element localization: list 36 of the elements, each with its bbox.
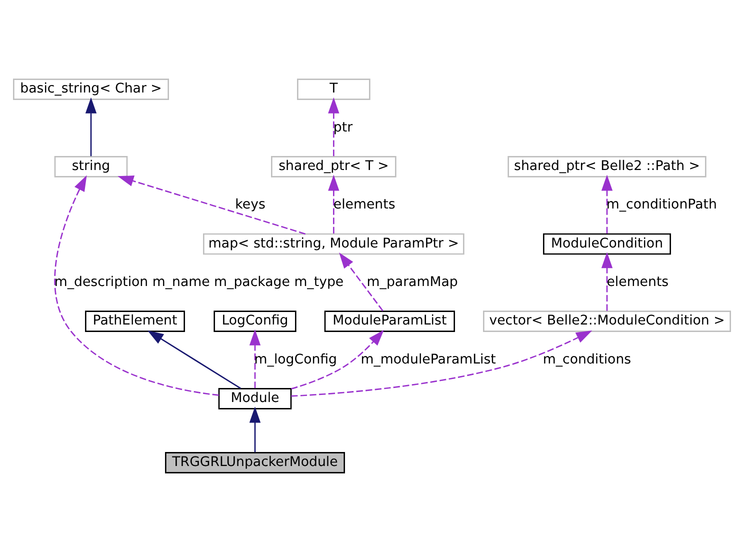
node-box: vector< Belle2::ModuleCondition > (483, 310, 731, 332)
node-box: shared_ptr< T > (271, 156, 396, 178)
arrow (601, 174, 613, 234)
arrow (118, 176, 306, 235)
node-box: T (297, 78, 370, 100)
edge-label: m_description m_name m_package m_type (54, 275, 344, 290)
arrow (601, 252, 613, 311)
node-box: shared_ptr< Belle2 ::Path > (508, 156, 706, 178)
edge-label: m_logConfig (254, 352, 338, 368)
edge-label: keys (235, 198, 266, 213)
edge-label: elements (333, 198, 396, 213)
arrow (148, 330, 242, 390)
edge-label: m_paramMap (366, 275, 458, 290)
edge-label: elements (606, 275, 669, 290)
arrow (249, 329, 261, 388)
node-box: string (54, 156, 128, 178)
arrow (291, 330, 592, 397)
edge-label: m_conditionPath (606, 198, 717, 213)
node-box: PathElement (85, 310, 185, 332)
edge-label: m_moduleParamList (360, 352, 496, 368)
node-box: ModuleParamList (324, 310, 455, 332)
arrow (328, 97, 340, 156)
arrow (339, 252, 384, 312)
edge-label: ptr (333, 120, 353, 136)
node-box: TRGGRLUnpackerModule (165, 452, 345, 474)
node-box: LogConfig (214, 310, 296, 332)
arrow (249, 406, 261, 452)
node-box: Module (218, 388, 292, 410)
edge-label: m_conditions (542, 352, 632, 368)
arrow (54, 175, 219, 396)
arrow (291, 330, 384, 390)
node-box: map< std::string, Module ParamPtr > (203, 233, 464, 255)
arrow (85, 97, 97, 156)
node-box: basic_string< Char > (13, 78, 169, 100)
node-box: ModuleCondition (543, 233, 671, 255)
arrow (328, 174, 340, 234)
